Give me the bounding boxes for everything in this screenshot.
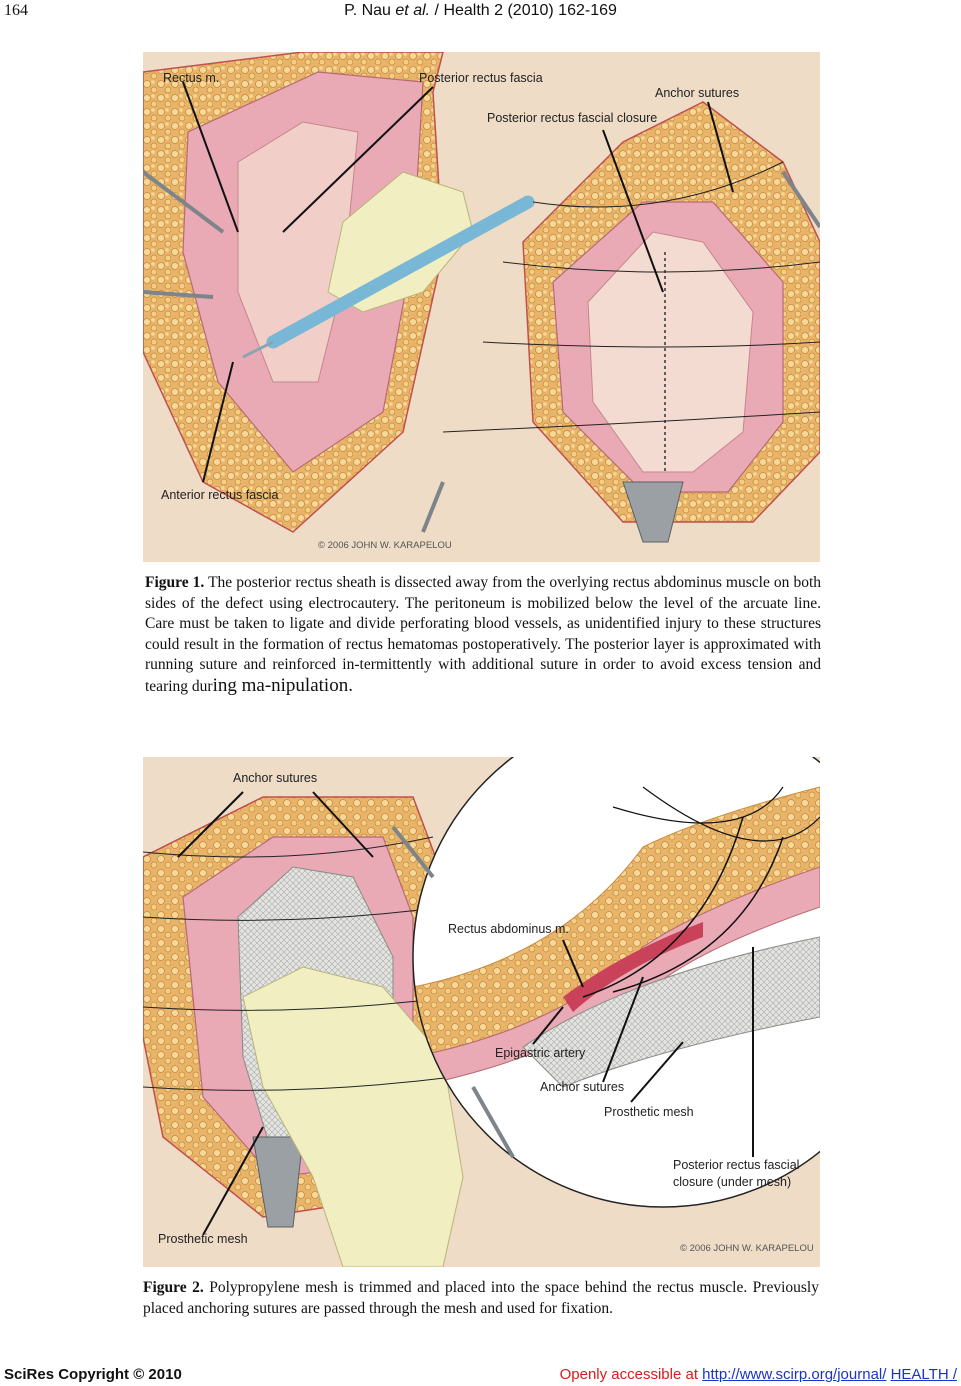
running-header: P. Nau et al. / Health 2 (2010) 162-169 xyxy=(0,2,961,20)
figure-2-caption-text: Polypropylene mesh is trimmed and placed… xyxy=(143,1279,819,1317)
label-posterior-fascial-closure: Posterior rectus fascial closure xyxy=(487,111,657,125)
label-anchor-sutures-inset: Anchor sutures xyxy=(540,1080,624,1094)
figure-1-svg: Rectus m. Posterior rectus fascia Anchor… xyxy=(143,52,820,562)
header-et-al: et al. xyxy=(395,2,431,19)
figure-1-caption-label: Figure 1. xyxy=(145,574,205,591)
label-prosthetic-mesh: Prosthetic mesh xyxy=(158,1232,248,1246)
footer-health-link[interactable]: HEALTH / xyxy=(890,1366,957,1383)
figure-1-copyright: © 2006 JOHN W. KARAPELOU xyxy=(318,540,452,551)
header-citation: / Health 2 (2010) 162-169 xyxy=(434,2,617,19)
figure-2-caption-label: Figure 2. xyxy=(143,1279,204,1296)
label-anterior-rectus-fascia: Anterior rectus fascia xyxy=(161,488,278,502)
footer-access: Openly accessible at http://www.scirp.or… xyxy=(560,1366,957,1383)
figure-1-caption-text: The posterior rectus sheath is dissected… xyxy=(145,574,821,695)
figure-2-illustration: Anchor sutures Rectus abdominus m. Epiga… xyxy=(143,757,820,1267)
label-prosthetic-mesh-inset: Prosthetic mesh xyxy=(604,1105,694,1119)
header-authors: P. Nau xyxy=(344,2,391,19)
figure-2-svg: Anchor sutures Rectus abdominus m. Epiga… xyxy=(143,757,820,1267)
label-rectus-abdominus: Rectus abdominus m. xyxy=(448,922,569,936)
page-footer: SciRes Copyright © 2010 Openly accessibl… xyxy=(0,1364,961,1386)
page-number: 164 xyxy=(4,2,28,19)
label-posterior-rectus-fascia: Posterior rectus fascia xyxy=(419,71,543,85)
figure-1-illustration: Rectus m. Posterior rectus fascia Anchor… xyxy=(143,52,820,562)
label-epigastric-artery: Epigastric artery xyxy=(495,1046,586,1060)
figure-1-caption-tail: ing ma-nipulation. xyxy=(212,674,353,696)
figure-1-caption: Figure 1. The posterior rectus sheath is… xyxy=(145,573,821,697)
label-anchor-sutures-top: Anchor sutures xyxy=(233,771,317,785)
label-posterior-closure-line2: closure (under mesh) xyxy=(673,1175,791,1189)
footer-copyright: SciRes Copyright © 2010 xyxy=(4,1366,182,1383)
footer-journal-link[interactable]: http://www.scirp.org/journal/ xyxy=(702,1366,887,1383)
figure-2-copyright: © 2006 JOHN W. KARAPELOU xyxy=(680,1243,814,1254)
label-anchor-sutures: Anchor sutures xyxy=(655,86,739,100)
label-posterior-closure-line1: Posterior rectus fascial xyxy=(673,1158,799,1172)
figure-2-caption: Figure 2. Polypropylene mesh is trimmed … xyxy=(143,1278,819,1319)
label-rectus-m: Rectus m. xyxy=(163,71,219,85)
footer-accessible-text: Openly accessible at xyxy=(559,1366,698,1383)
